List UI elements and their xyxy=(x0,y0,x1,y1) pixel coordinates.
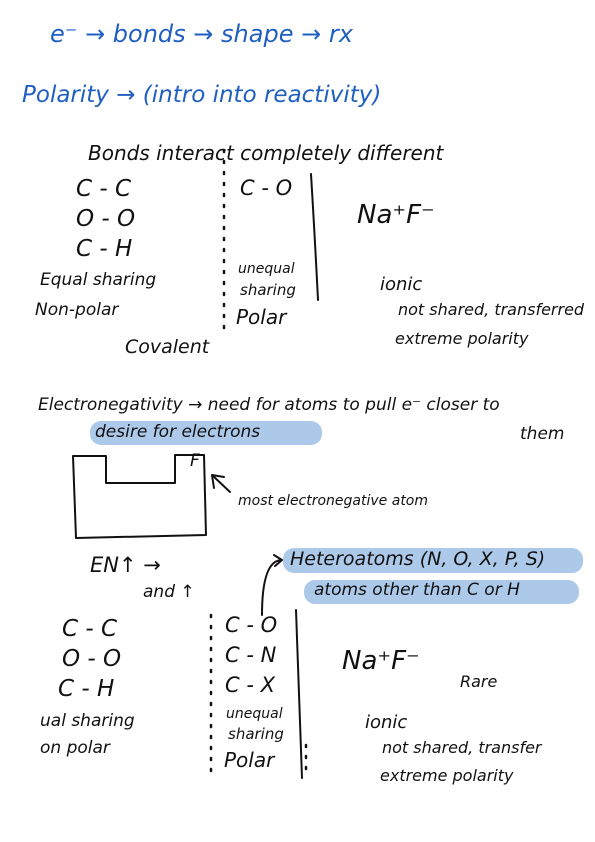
heteroatoms-label: Heteroatoms (N, O, X, P, S) xyxy=(290,548,546,570)
bond-co: C - O xyxy=(240,176,293,200)
non-polar: Non-polar xyxy=(35,300,119,320)
bond-co-2: C - O xyxy=(225,613,278,637)
desire-highlight xyxy=(90,421,322,445)
not-shared-label: not shared, transferred xyxy=(398,300,585,319)
ionic-label: ionic xyxy=(380,274,423,295)
rare-label: Rare xyxy=(460,672,498,691)
bond-ch-2: C - H xyxy=(58,676,115,702)
polarity-line: Polarity → (intro into reactivity) xyxy=(22,82,382,108)
extreme-label-2: extreme polarity xyxy=(380,766,514,785)
bond-cn-2: C - N xyxy=(225,643,277,667)
en-trend-1: EN↑ → xyxy=(90,553,161,577)
heteroatoms-def: atoms other than C or H xyxy=(314,580,520,600)
box-f-label: F xyxy=(190,451,200,471)
heteroatoms-def-highlight xyxy=(304,580,579,604)
not-shared-label-2: not shared, transfer xyxy=(382,738,542,757)
unequal-label-2: unequal xyxy=(226,706,283,722)
desire-label: desire for electrons xyxy=(95,422,261,442)
solid-divider-1 xyxy=(310,173,319,301)
definition-end: them xyxy=(520,424,565,444)
most-en-arrow xyxy=(211,474,231,493)
extreme-label: extreme polarity xyxy=(395,329,529,348)
sharing-label-2: sharing xyxy=(228,725,284,743)
solid-divider-2 xyxy=(295,609,303,779)
equal-sharing: Equal sharing xyxy=(40,270,157,290)
non-polar-2: on polar xyxy=(40,738,110,758)
bond-cc: C - C xyxy=(76,176,132,202)
periodic-table-outline xyxy=(72,454,207,539)
covalent: Covalent xyxy=(125,336,210,358)
bond-oo: O - O xyxy=(76,206,136,232)
polar-label: Polar xyxy=(236,305,287,329)
bond-oo-2: O - O xyxy=(62,646,122,672)
flow-line: e⁻ → bonds → shape → rx xyxy=(50,20,353,48)
heteroatoms-highlight xyxy=(283,548,583,573)
equal-sharing-2: ual sharing xyxy=(40,711,135,731)
unequal-label: unequal xyxy=(238,261,295,277)
bond-ch: C - H xyxy=(76,236,133,262)
en-trend-2: and ↑ xyxy=(143,582,195,602)
heteroatoms-arrow xyxy=(261,554,283,616)
ionic-example: Na⁺F⁻ xyxy=(357,200,435,230)
ionic-label-2: ionic xyxy=(365,712,408,733)
bonds-heading: Bonds interact completely different xyxy=(88,141,444,165)
polar-label-2: Polar xyxy=(224,748,275,772)
most-en-label: most electronegative atom xyxy=(238,493,429,509)
sharing-label: sharing xyxy=(240,281,296,299)
bond-cx-2: C - X xyxy=(225,673,275,697)
ionic-example-2: Na⁺F⁻ xyxy=(342,646,420,676)
bond-cc-2: C - C xyxy=(62,616,118,642)
electronegativity-definition: Electronegativity → need for atoms to pu… xyxy=(38,395,500,415)
